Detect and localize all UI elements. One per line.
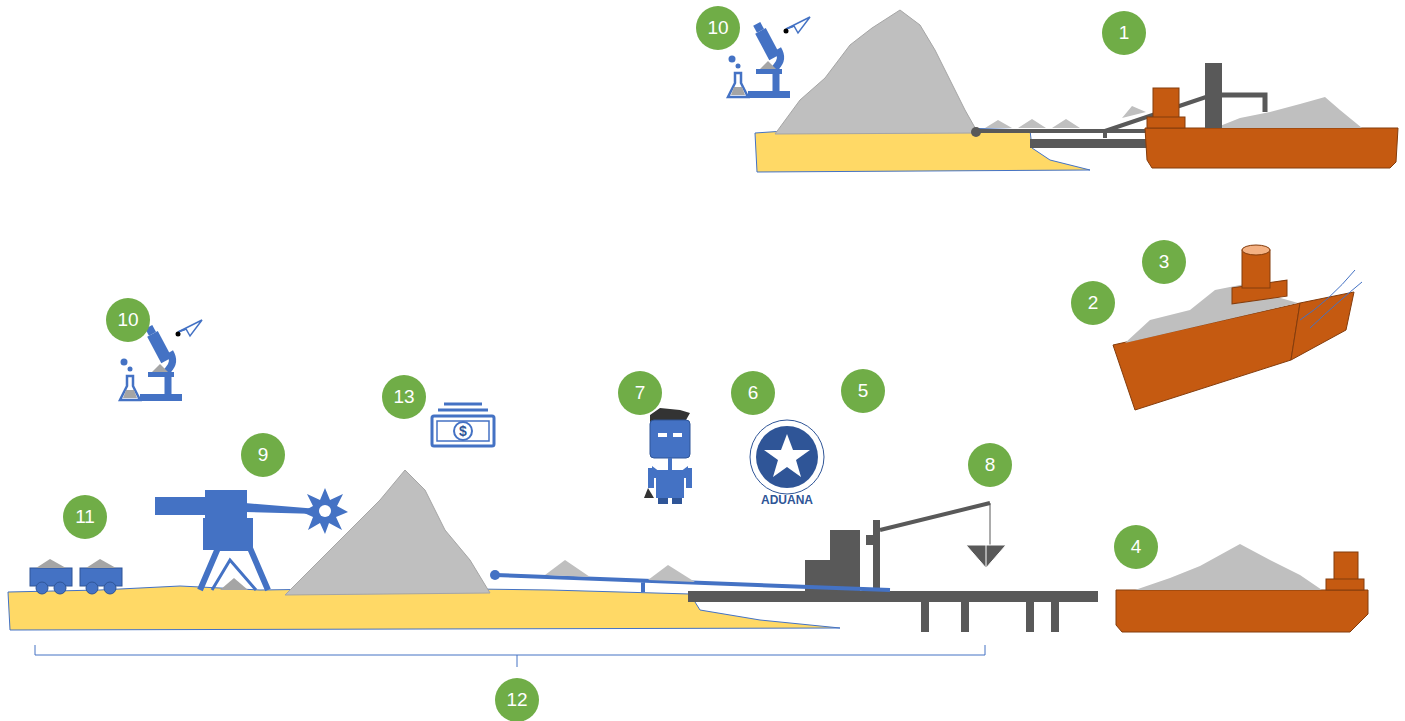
ship-chimney — [1242, 250, 1270, 288]
pier-legs — [925, 602, 1055, 632]
callout-number: 11 — [63, 495, 107, 539]
shiploader-mast — [1205, 63, 1222, 128]
customs-badge — [750, 420, 824, 494]
conveyor-load — [545, 560, 695, 582]
callout-number: 1 — [1102, 11, 1146, 55]
callout-number: 6 — [731, 371, 775, 415]
sand-shore — [755, 128, 1090, 172]
ship-cargo — [1135, 544, 1322, 590]
callout-number: 2 — [1071, 281, 1115, 325]
ship-bow — [1291, 292, 1354, 360]
lab-symbol — [728, 17, 810, 98]
conveyor-load — [985, 106, 1146, 128]
ship-cabin — [1334, 552, 1358, 580]
ship-cabin — [1153, 88, 1179, 118]
area-bracket — [35, 645, 985, 667]
callout-number: 12 — [495, 678, 539, 721]
ore-stockpile — [775, 10, 978, 134]
money-symbol — [432, 404, 494, 446]
ship-cabin — [1326, 579, 1364, 590]
stacker-reclaimer — [155, 488, 348, 590]
callout-number: 3 — [1142, 240, 1186, 284]
conveyor-pulley — [490, 570, 500, 580]
top-loading-scene — [728, 10, 1398, 172]
ore-stockpile — [285, 470, 490, 595]
ship-hull — [1145, 128, 1398, 168]
currency-symbol: $ — [459, 423, 467, 439]
conveyor-pulley — [971, 127, 981, 137]
port-terminal-scene — [8, 320, 1368, 667]
warehouse — [830, 530, 860, 591]
callout-number: 4 — [1114, 525, 1158, 569]
callout-number: 10 — [696, 6, 740, 50]
inspector-figure — [644, 408, 692, 504]
ship-wake — [1300, 270, 1362, 328]
shiploader-arm — [1222, 95, 1265, 112]
customs-label: ADUANA — [761, 493, 813, 507]
ship-cargo — [1215, 97, 1362, 128]
jetty — [1030, 139, 1155, 148]
crane-mast — [873, 520, 880, 591]
callout-number: 7 — [618, 371, 662, 415]
grab-bucket — [966, 545, 1006, 568]
callout-number: 13 — [382, 375, 426, 419]
conveyor — [495, 575, 890, 592]
crane-mast — [866, 535, 874, 545]
ship-hull — [1116, 590, 1368, 632]
pier — [688, 591, 1098, 602]
callout-number: 5 — [841, 369, 885, 413]
ship-cabin — [1147, 117, 1185, 128]
callout-number: 10 — [106, 298, 150, 342]
ship-chimney — [1242, 245, 1270, 255]
haul-truck — [30, 559, 72, 594]
crane-boom — [880, 503, 990, 530]
callout-number: 9 — [241, 433, 285, 477]
haul-truck — [80, 559, 122, 594]
crane-cable — [990, 503, 991, 545]
callout-number: 8 — [968, 443, 1012, 487]
